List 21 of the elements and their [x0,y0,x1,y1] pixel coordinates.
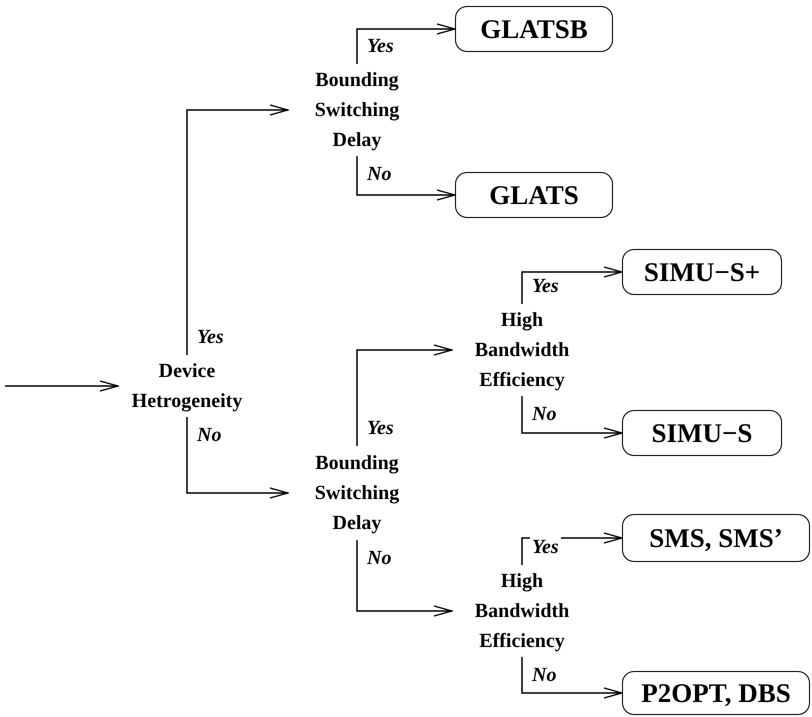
outcome-box: GLATS [455,172,613,218]
arrow [356,344,453,446]
decision-text: High Bandwidth Efficiency [452,565,592,657]
decision-text: Device Hetrogeneity [118,355,256,417]
outcome-box: SIMU−S [622,410,782,456]
arrow [356,156,456,201]
decision-text: Bounding Switching Delay [288,446,426,540]
arrow [521,657,623,699]
outcome-box: SMS, SMS’ [622,514,810,562]
outcome-box: P2OPT, DBS [622,671,810,715]
arrow [356,540,453,617]
arrow [521,396,623,439]
arrow [5,380,119,392]
arrow [186,417,289,499]
outcome-box: SIMU−S+ [622,249,782,295]
arrow [521,266,623,304]
decision-text: Bounding Switching Delay [288,64,426,156]
outcome-box: GLATSB [455,6,613,52]
decision-text: High Bandwidth Efficiency [452,304,592,396]
arrow [356,23,456,64]
arrow [186,104,289,355]
